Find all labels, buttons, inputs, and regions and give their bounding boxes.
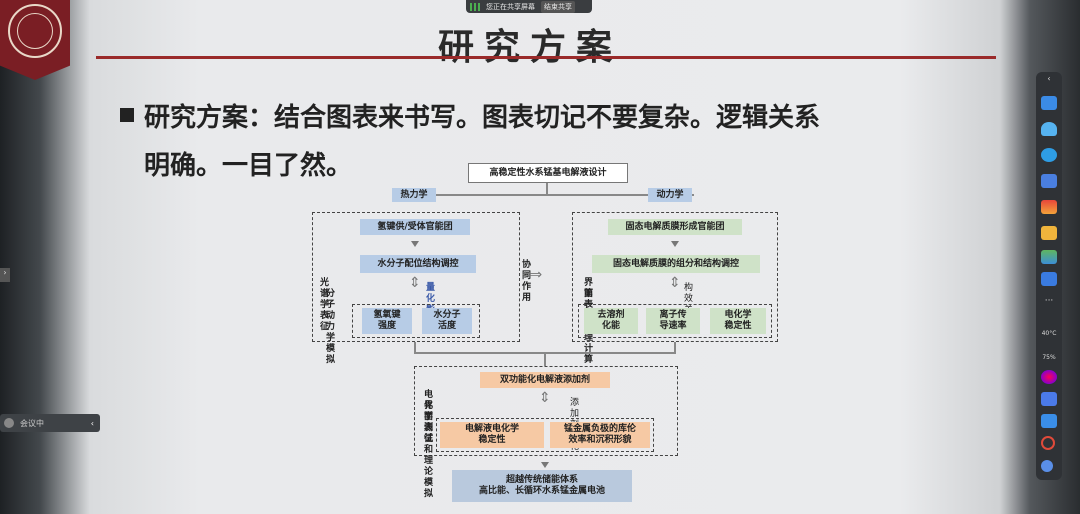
app-icon[interactable] — [1041, 200, 1057, 214]
thermo-group — [312, 212, 520, 342]
document-icon[interactable] — [1041, 174, 1057, 188]
more-icon[interactable]: ··· — [1044, 296, 1054, 306]
screen-icon[interactable] — [1041, 414, 1057, 428]
chevron-left-icon[interactable]: ‹ — [90, 418, 94, 428]
bottom-sub-2b: 效率和沉积形貌 — [568, 435, 632, 445]
left-updown-icon: ⇕ — [409, 275, 421, 291]
left-sub-group — [352, 304, 480, 338]
final-line-2: 高比能、长循环水系锰金属电池 — [478, 486, 605, 496]
right-sub-1a: 去溶剂 — [597, 310, 625, 320]
user-icon[interactable] — [1041, 122, 1057, 136]
colorful-app-icon[interactable] — [1041, 370, 1057, 384]
university-badge — [0, 0, 70, 80]
percent-readout: 75% — [1042, 354, 1056, 361]
folder-icon[interactable] — [1041, 226, 1057, 240]
meeting-icon — [4, 418, 14, 428]
university-seal-icon — [8, 4, 62, 58]
settings-icon[interactable] — [1041, 460, 1053, 472]
additive-group — [414, 366, 678, 456]
slide-title: 研究方案 — [437, 26, 622, 68]
bullet-square-icon — [120, 108, 134, 122]
kinetic-tag: 动力学 — [648, 188, 692, 202]
thermo-tag: 热力学 — [392, 188, 436, 202]
bottom-updown-icon: ⇕ — [539, 390, 551, 406]
top-box: 高稳定性水系锰基电解液设计 — [468, 163, 628, 183]
right-dock: ‹ ··· 40°C 75% — [1036, 72, 1062, 480]
right-sub-3: 电化学 稳定性 — [710, 308, 766, 334]
right-sub-group — [578, 304, 772, 338]
edge-icon[interactable] — [1041, 148, 1057, 162]
left-box-2: 水分子配位结构调控 — [360, 255, 476, 273]
left-method-1: 光谱学表征 — [320, 278, 330, 332]
bottom-box-1: 双功能化电解液添加剂 — [480, 372, 610, 388]
bottom-method-1: 电化学测试 — [424, 390, 434, 444]
bottom-sub-group — [436, 418, 654, 452]
photo-icon[interactable] — [1041, 250, 1057, 264]
left-box-1: 氢键供/受体官能团 — [360, 219, 470, 235]
bullet-line-1: 研究方案：结合图表来书写。图表切记不要复杂。逻辑关系 — [144, 103, 821, 133]
meeting-minibar[interactable]: 会议中 ‹ — [0, 414, 100, 432]
bottom-sub-1a: 电解液电化学 — [464, 424, 519, 434]
right-sub-2a: 离子传 — [659, 310, 687, 320]
right-sub-3b: 稳定性 — [724, 321, 752, 331]
left-method-2: 分子动力学模拟 — [326, 289, 336, 365]
right-box-1: 固态电解质膜形成官能团 — [608, 219, 742, 235]
left-sub-2a: 水分子 — [433, 310, 461, 320]
right-arrow-1 — [671, 241, 679, 247]
bottom-sub-2a: 锰金属负极的库伦 — [563, 424, 636, 434]
bottom-sub-2: 锰金属负极的库伦 效率和沉积形貌 — [550, 422, 650, 448]
right-box-2: 固态电解质膜的组分和结构调控 — [592, 255, 760, 273]
right-down-line — [674, 342, 676, 354]
merge-stem-line — [544, 352, 546, 366]
bottom-method-2: 界面表征和理论模拟 — [424, 401, 434, 499]
left-down-line — [414, 342, 416, 354]
right-sub-1: 去溶剂 化能 — [584, 308, 638, 334]
left-sub-2: 水分子 活度 — [422, 308, 472, 334]
video-icon[interactable] — [1041, 272, 1057, 286]
top-stem-line — [546, 183, 548, 195]
left-sub-1b: 强度 — [377, 321, 396, 331]
final-line-1: 超越传统储能体系 — [505, 475, 578, 485]
top-branch-line — [414, 194, 694, 196]
search-icon[interactable] — [1041, 436, 1055, 450]
left-sub-2b: 活度 — [437, 321, 456, 331]
bullet-text: 研究方案：结合图表来书写。图表切记不要复杂。逻辑关系 明确。一目了然。 — [120, 94, 960, 190]
screenshare-status: 您正在共享屏幕 — [486, 2, 535, 11]
left-sub-1a: 氢氧键 — [373, 310, 401, 320]
bullet-line-2: 明确。一目了然。 — [144, 151, 353, 181]
right-sub-3a: 电化学 — [724, 310, 752, 320]
right-sub-2b: 导速率 — [659, 321, 687, 331]
bottom-sub-1b: 稳定性 — [478, 435, 506, 445]
left-sub-1: 氢氧键 强度 — [362, 308, 412, 334]
synergy-label: 协同作用 — [522, 260, 532, 303]
right-sub-2: 离子传 导速率 — [646, 308, 700, 334]
title-divider — [96, 56, 996, 59]
right-updown-icon: ⇕ — [669, 275, 681, 291]
kinetic-group — [572, 212, 778, 342]
synergy-arrow-icon: ⟺ — [522, 267, 543, 283]
presentation-slide: 研究方案 研究方案：结合图表来书写。图表切记不要复杂。逻辑关系 明确。一目了然。… — [0, 0, 996, 502]
minibar-label: 会议中 — [20, 418, 44, 428]
bag-icon[interactable] — [1041, 392, 1057, 406]
left-side-tab[interactable]: › — [0, 268, 10, 282]
end-share-button[interactable]: 结束共享 — [541, 0, 575, 13]
monitor-icon[interactable] — [1041, 96, 1057, 110]
screenshare-bar: 您正在共享屏幕 结束共享 — [466, 0, 592, 13]
right-sub-1b: 化能 — [601, 321, 620, 331]
temperature-readout: 40°C — [1041, 330, 1057, 337]
bottom-sub-1: 电解液电化学 稳定性 — [440, 422, 544, 448]
final-box: 超越传统储能体系 高比能、长循环水系锰金属电池 — [452, 470, 632, 502]
signal-icon — [470, 2, 480, 11]
dock-collapse-icon[interactable]: ‹ — [1047, 74, 1051, 83]
final-arrow — [541, 462, 549, 468]
left-arrow-1 — [411, 241, 419, 247]
